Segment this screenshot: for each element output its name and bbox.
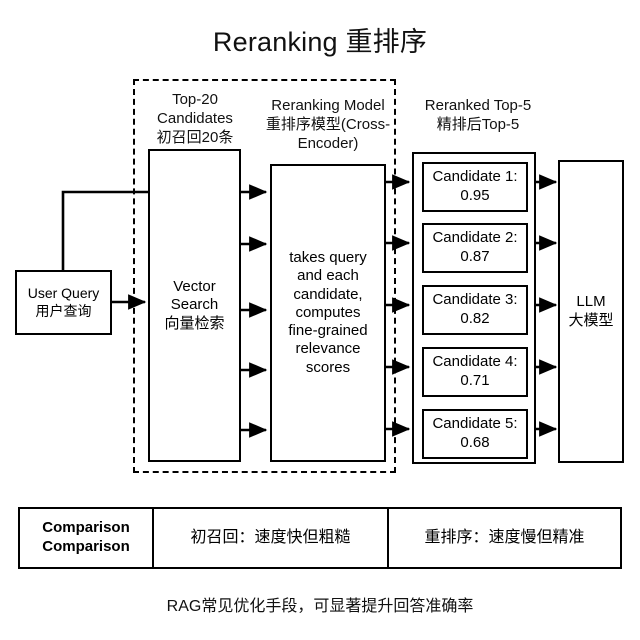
- rerank-stage-label-line1: Reranking Model: [271, 97, 385, 114]
- rerank-stage-label-line3: Encoder): [297, 135, 359, 153]
- reranked-stage-label: Reranked Top-5 精排后Top-5: [408, 96, 548, 134]
- candidate-item[interactable]: Candidate 2: 0.87: [422, 223, 528, 273]
- llm-text: LLM 大模型: [568, 293, 613, 330]
- comparison-recall-cell: 初召回：速度快但粗糙: [154, 509, 389, 567]
- rerank-stage-label: Reranking Model 重排序模型(Cross- Encoder): [254, 96, 402, 154]
- reranked-stage-label-line1: Reranked Top-5: [424, 97, 532, 114]
- candidate-name: Candidate 2:: [432, 229, 518, 247]
- user-query-text: User Query 用户查询: [28, 285, 100, 319]
- candidate-text: Candidate 5: 0.68: [432, 415, 517, 453]
- vector-search-line1: Vector: [173, 278, 216, 296]
- candidate-name: Candidate 5:: [432, 415, 518, 433]
- candidate-score: 0.71: [460, 372, 490, 389]
- vector-search-line3: 向量检索: [164, 314, 225, 332]
- comparison-label-cell: Comparison Comparison: [20, 509, 154, 567]
- comparison-label-line1: Comparison: [42, 519, 130, 537]
- candidate-item[interactable]: Candidate 1: 0.95: [422, 162, 528, 212]
- retrieval-pipeline-dashed-region: [133, 79, 396, 473]
- candidate-text: Candidate 2: 0.87: [432, 229, 517, 267]
- user-query-line2: 用户查询: [35, 302, 92, 319]
- candidate-name: Candidate 4:: [432, 353, 518, 371]
- vector-search-text: Vector Search 向量检索: [164, 278, 224, 333]
- candidate-name: Candidate 1:: [432, 168, 518, 186]
- candidate-item[interactable]: Candidate 3: 0.82: [422, 285, 528, 335]
- candidate-score: 0.82: [460, 310, 490, 327]
- candidate-score: 0.95: [460, 187, 490, 204]
- vector-search-line2: Search: [170, 296, 219, 314]
- candidate-name: Candidate 3:: [432, 291, 518, 309]
- recall-stage-label-line3: 初召回20条: [156, 129, 234, 147]
- recall-stage-label: Top-20 Candidates 初召回20条: [140, 90, 250, 148]
- vector-search-box[interactable]: Vector Search 向量检索: [148, 149, 241, 462]
- reranking-model-box[interactable]: takes query and each candidate, computes…: [270, 164, 386, 462]
- rerank-stage-label-line2: 重排序模型(Cross-: [265, 116, 391, 134]
- reranking-model-description: takes query and each candidate, computes…: [288, 248, 368, 376]
- reranked-stage-label-line2: 精排后Top-5: [436, 116, 520, 134]
- user-query-line1: User Query: [27, 285, 100, 302]
- page-title: Reranking 重排序: [212, 27, 428, 57]
- candidate-item[interactable]: Candidate 4: 0.71: [422, 347, 528, 397]
- llm-box[interactable]: LLM 大模型: [558, 160, 624, 463]
- candidate-text: Candidate 4: 0.71: [432, 353, 517, 391]
- candidate-text: Candidate 1: 0.95: [432, 168, 517, 206]
- footer-caption: RAG常见优化手段，可显著提升回答准确率: [166, 598, 474, 615]
- llm-line1: LLM: [576, 293, 606, 311]
- comparison-label-line2: Comparison: [42, 538, 130, 555]
- candidate-text: Candidate 3: 0.82: [432, 291, 517, 329]
- comparison-rerank-cell: 重排序：速度慢但精准: [424, 529, 585, 546]
- user-query-box[interactable]: User Query 用户查询: [15, 270, 112, 335]
- candidate-item[interactable]: Candidate 5: 0.68: [422, 409, 528, 459]
- candidate-score: 0.68: [460, 434, 490, 451]
- llm-line2: 大模型: [568, 311, 614, 329]
- recall-stage-label-line1: Top-20: [172, 91, 218, 108]
- comparison-table: Comparison Comparison 初召回：速度快但粗糙 重排序：速度慢…: [18, 507, 622, 569]
- recall-stage-label-line2: Candidates: [157, 110, 233, 128]
- candidate-score: 0.87: [460, 248, 490, 265]
- reranked-candidates-container: Candidate 1: 0.95 Candidate 2: 0.87 Cand…: [412, 152, 536, 464]
